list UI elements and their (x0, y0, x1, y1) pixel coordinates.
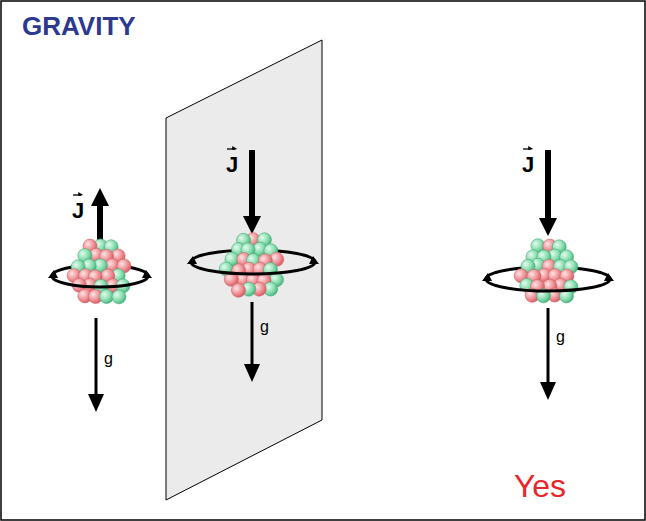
ring-arrow-head (309, 256, 319, 264)
verdict-label: Yes (514, 468, 566, 505)
arrow-head (88, 394, 104, 412)
ring-arrow-head (187, 256, 197, 264)
ring-arrow-head (48, 270, 58, 278)
ring-arrow-head (604, 273, 614, 281)
arrow-head (540, 382, 556, 400)
angular-momentum-label: J (226, 146, 238, 177)
vector-arrow (545, 150, 551, 218)
gravity-label: g (556, 328, 565, 346)
spin-ring (191, 262, 315, 274)
title: GRAVITY (22, 12, 136, 42)
vector-mark-head (232, 146, 237, 150)
arrow-head (243, 216, 261, 234)
vector-arrow (95, 318, 98, 394)
vector-arrow (249, 150, 255, 216)
spin-ring (52, 276, 148, 287)
nucleon (231, 283, 245, 297)
vector-arrow (251, 302, 254, 364)
angular-momentum-label: J (522, 146, 534, 177)
gravity-label: g (260, 318, 269, 336)
angular-momentum-label: J (72, 192, 84, 223)
vector-mark-head (528, 146, 533, 150)
vector-arrow (547, 308, 550, 382)
nucleon (100, 290, 114, 304)
mirror-plane (166, 40, 322, 500)
arrow-head (539, 218, 557, 236)
vector-mark-head (78, 192, 83, 196)
spin-ring (486, 279, 610, 291)
ring-arrow-head (142, 270, 152, 278)
ring-arrow-head (482, 273, 492, 281)
arrow-head (244, 364, 260, 382)
gravity-label: g (104, 350, 113, 368)
nucleon (112, 290, 126, 304)
arrow-head (91, 188, 109, 206)
vector-arrow (97, 206, 103, 240)
